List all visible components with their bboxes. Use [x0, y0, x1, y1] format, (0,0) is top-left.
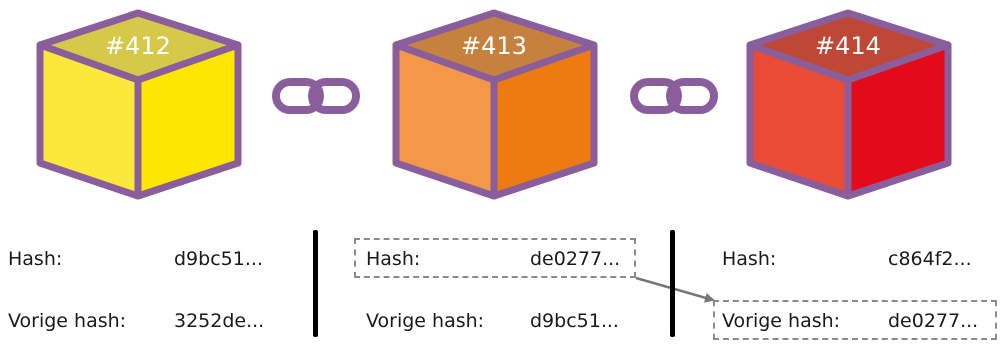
hash-value: d9bc51...: [174, 248, 263, 270]
highlight-hash-box: [354, 238, 636, 278]
block-number-label: #413: [461, 32, 527, 60]
block-cube-413: #413: [392, 9, 598, 200]
cube-right-face: [490, 41, 598, 200]
previous-hash-value: 3252de...: [174, 310, 265, 332]
highlight-previous-hash-box: [713, 300, 997, 340]
hash-label: Hash:: [366, 248, 421, 270]
hash-value: de0277...: [530, 248, 621, 270]
previous-hash-label: Vorige hash:: [722, 310, 841, 332]
chain-link-icon: [630, 78, 718, 114]
block-cube-412: #412: [36, 9, 242, 200]
column-divider: [670, 230, 675, 337]
hash-label: Hash:: [8, 248, 63, 270]
hash-value: c864f2...: [888, 248, 972, 270]
block-number-label: #412: [105, 32, 171, 60]
block-number-label: #414: [815, 32, 881, 60]
cube-right-face: [134, 41, 242, 200]
block-cube-414: #414: [746, 9, 952, 200]
previous-hash-label: Vorige hash:: [8, 310, 127, 332]
previous-hash-label: Vorige hash:: [366, 310, 485, 332]
cube-right-face: [844, 41, 952, 200]
previous-hash-value: de0277...: [888, 310, 979, 332]
hash-label: Hash:: [722, 248, 777, 270]
previous-hash-value: d9bc51...: [530, 310, 619, 332]
column-divider: [313, 230, 318, 337]
chain-link-icon: [272, 78, 360, 114]
